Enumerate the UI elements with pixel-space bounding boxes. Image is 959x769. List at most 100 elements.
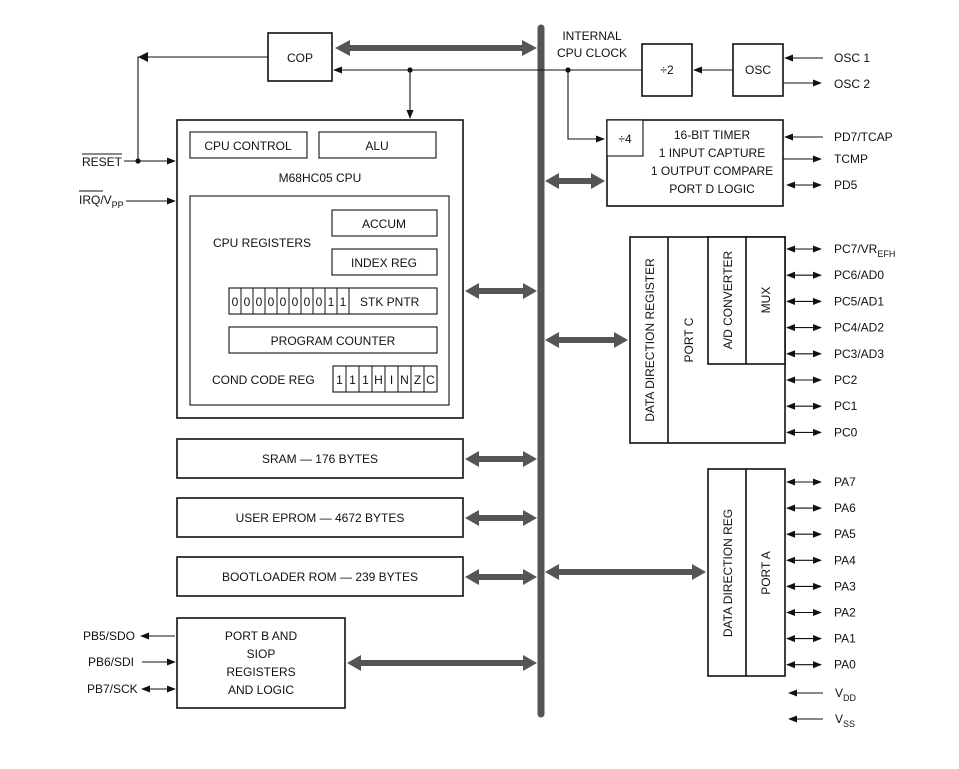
clock-to-timer-line [567,70,605,143]
bootrom-bus-arrow [465,569,537,585]
stk-bit: 0 [316,295,323,309]
pb7-pin: PB7/SCK [87,682,138,696]
sram-bus-arrow [465,451,537,467]
pb5-pin: PB5/SDO [83,629,135,643]
vss-main: V [835,712,843,726]
adc-label: A/D CONVERTER [721,250,735,349]
portc-pin-label: PC4/AD2 [834,321,884,335]
ccr-bit: 1 [362,373,369,387]
vdd-sub: DD [843,693,856,703]
bus-arrows [347,173,706,671]
vdd-pin: VDD [835,686,857,703]
portc-pins: PC7/VREFH PC6/AD0PC5/AD1PC4/AD2PC3/AD3PC2… [786,242,895,439]
irq-pin-main: IRQ/V [79,193,112,207]
sram-block [176,438,464,479]
stk-bit: 0 [232,295,239,309]
program-counter-box [228,326,438,354]
mux-label: MUX [759,287,773,314]
eprom-block [176,497,464,538]
cop-block [267,32,333,82]
irq-pin-sub: PP [112,200,124,210]
vss-pin: VSS [835,712,855,729]
vss-sub: SS [843,719,855,729]
internal-clock-label-2: CPU CLOCK [557,46,627,60]
portc-pin-sub: EFH [877,249,895,259]
index-reg-label: INDEX REG [351,256,417,270]
stk-bit: 1 [328,295,335,309]
portc-pin-label: PC7/VREFH [834,242,895,259]
bootrom-block [176,556,464,597]
cpu-name: M68HC05 CPU [279,171,362,185]
divide-by-4-box [606,119,644,157]
portb-line-2: SIOP [247,647,276,661]
ccr-bit: C [426,373,435,387]
internal-clock-label-1: INTERNAL [562,29,622,43]
reset-pin: RESET [82,155,123,169]
irq-pin: IRQ/VPP [79,193,124,210]
eprom-label: USER EPROM — 4672 BYTES [236,511,405,525]
eprom-bus-arrow [465,510,537,526]
sram-label: SRAM — 176 BYTES [262,452,378,466]
cpu-registers-label: CPU REGISTERS [213,236,311,250]
stk-bit: 0 [292,295,299,309]
portc-pin-label: PC6/AD0 [834,268,884,282]
cpu-bus-arrow [465,283,537,299]
ccr-bit: Z [414,373,421,387]
porta-pin-label: PA2 [834,606,856,620]
pd7-pin: PD7/TCAP [834,130,893,144]
ccr-bit: H [374,373,383,387]
portc-pin-label: PC5/AD1 [834,294,884,308]
timer-line-2: 1 INPUT CAPTURE [659,146,765,160]
osc1-pin: OSC 1 [834,51,870,65]
stk-bit: 0 [304,295,311,309]
portc-bus-arrow [545,332,628,348]
ccr-bit: N [400,373,409,387]
cop-label: COP [287,51,313,65]
cond-code-reg-label: COND CODE REG [212,373,315,387]
portc-label: PORT C [682,317,696,362]
ccr-bit: 1 [349,373,356,387]
timer-line-3: 1 OUTPUT COMPARE [651,164,773,178]
stack-pointer-box [228,287,438,315]
pb6-pin: PB6/SDI [88,655,134,669]
divide-by-2-label: ÷2 [660,63,674,77]
stk-pntr-label: STK PNTR [360,295,420,309]
portc-pin-label: PC3/AD3 [834,347,884,361]
alu-box [318,131,437,159]
accum-box [331,209,438,237]
porta-label: PORT A [759,551,773,595]
timer-line-1: 16-BIT TIMER [674,128,751,142]
portc-pin-label: PC0 [834,425,858,439]
portb-bus-arrow [347,655,537,671]
portc-pin-label: PC2 [834,373,858,387]
porta-pin-label: PA6 [834,501,856,515]
osc-label: OSC [745,63,771,77]
timer-bus-arrow [545,173,605,189]
portc-pin-label: PC1 [834,399,858,413]
portb-line-1: PORT B AND [225,629,298,643]
stk-bit: 0 [268,295,275,309]
cop-reset-arrowhead [138,52,148,62]
porta-pin-label: PA5 [834,527,856,541]
index-reg-box [331,248,438,276]
alu-label: ALU [365,139,388,153]
ccr-bit: 1 [336,373,343,387]
portb-line-4: AND LOGIC [228,683,294,697]
portb-block [176,617,346,709]
porta-pin-label: PA7 [834,475,856,489]
cop-bus-arrow [335,40,537,56]
program-counter-label: PROGRAM COUNTER [271,334,396,348]
accum-label: ACCUM [362,217,406,231]
porta-pin-label: PA0 [834,658,856,672]
porta-ddr-label: DATA DIRECTION REG [721,509,735,637]
portc-ddr-label: DATA DIRECTION REGISTER [643,258,657,422]
stk-bit: 1 [340,295,347,309]
porta-pin-label: PA4 [834,553,856,567]
osc2-pin: OSC 2 [834,77,870,91]
cpu-control-box [189,131,308,159]
portb-line-3: REGISTERS [226,665,295,679]
porta-pin-label: PA1 [834,632,856,646]
